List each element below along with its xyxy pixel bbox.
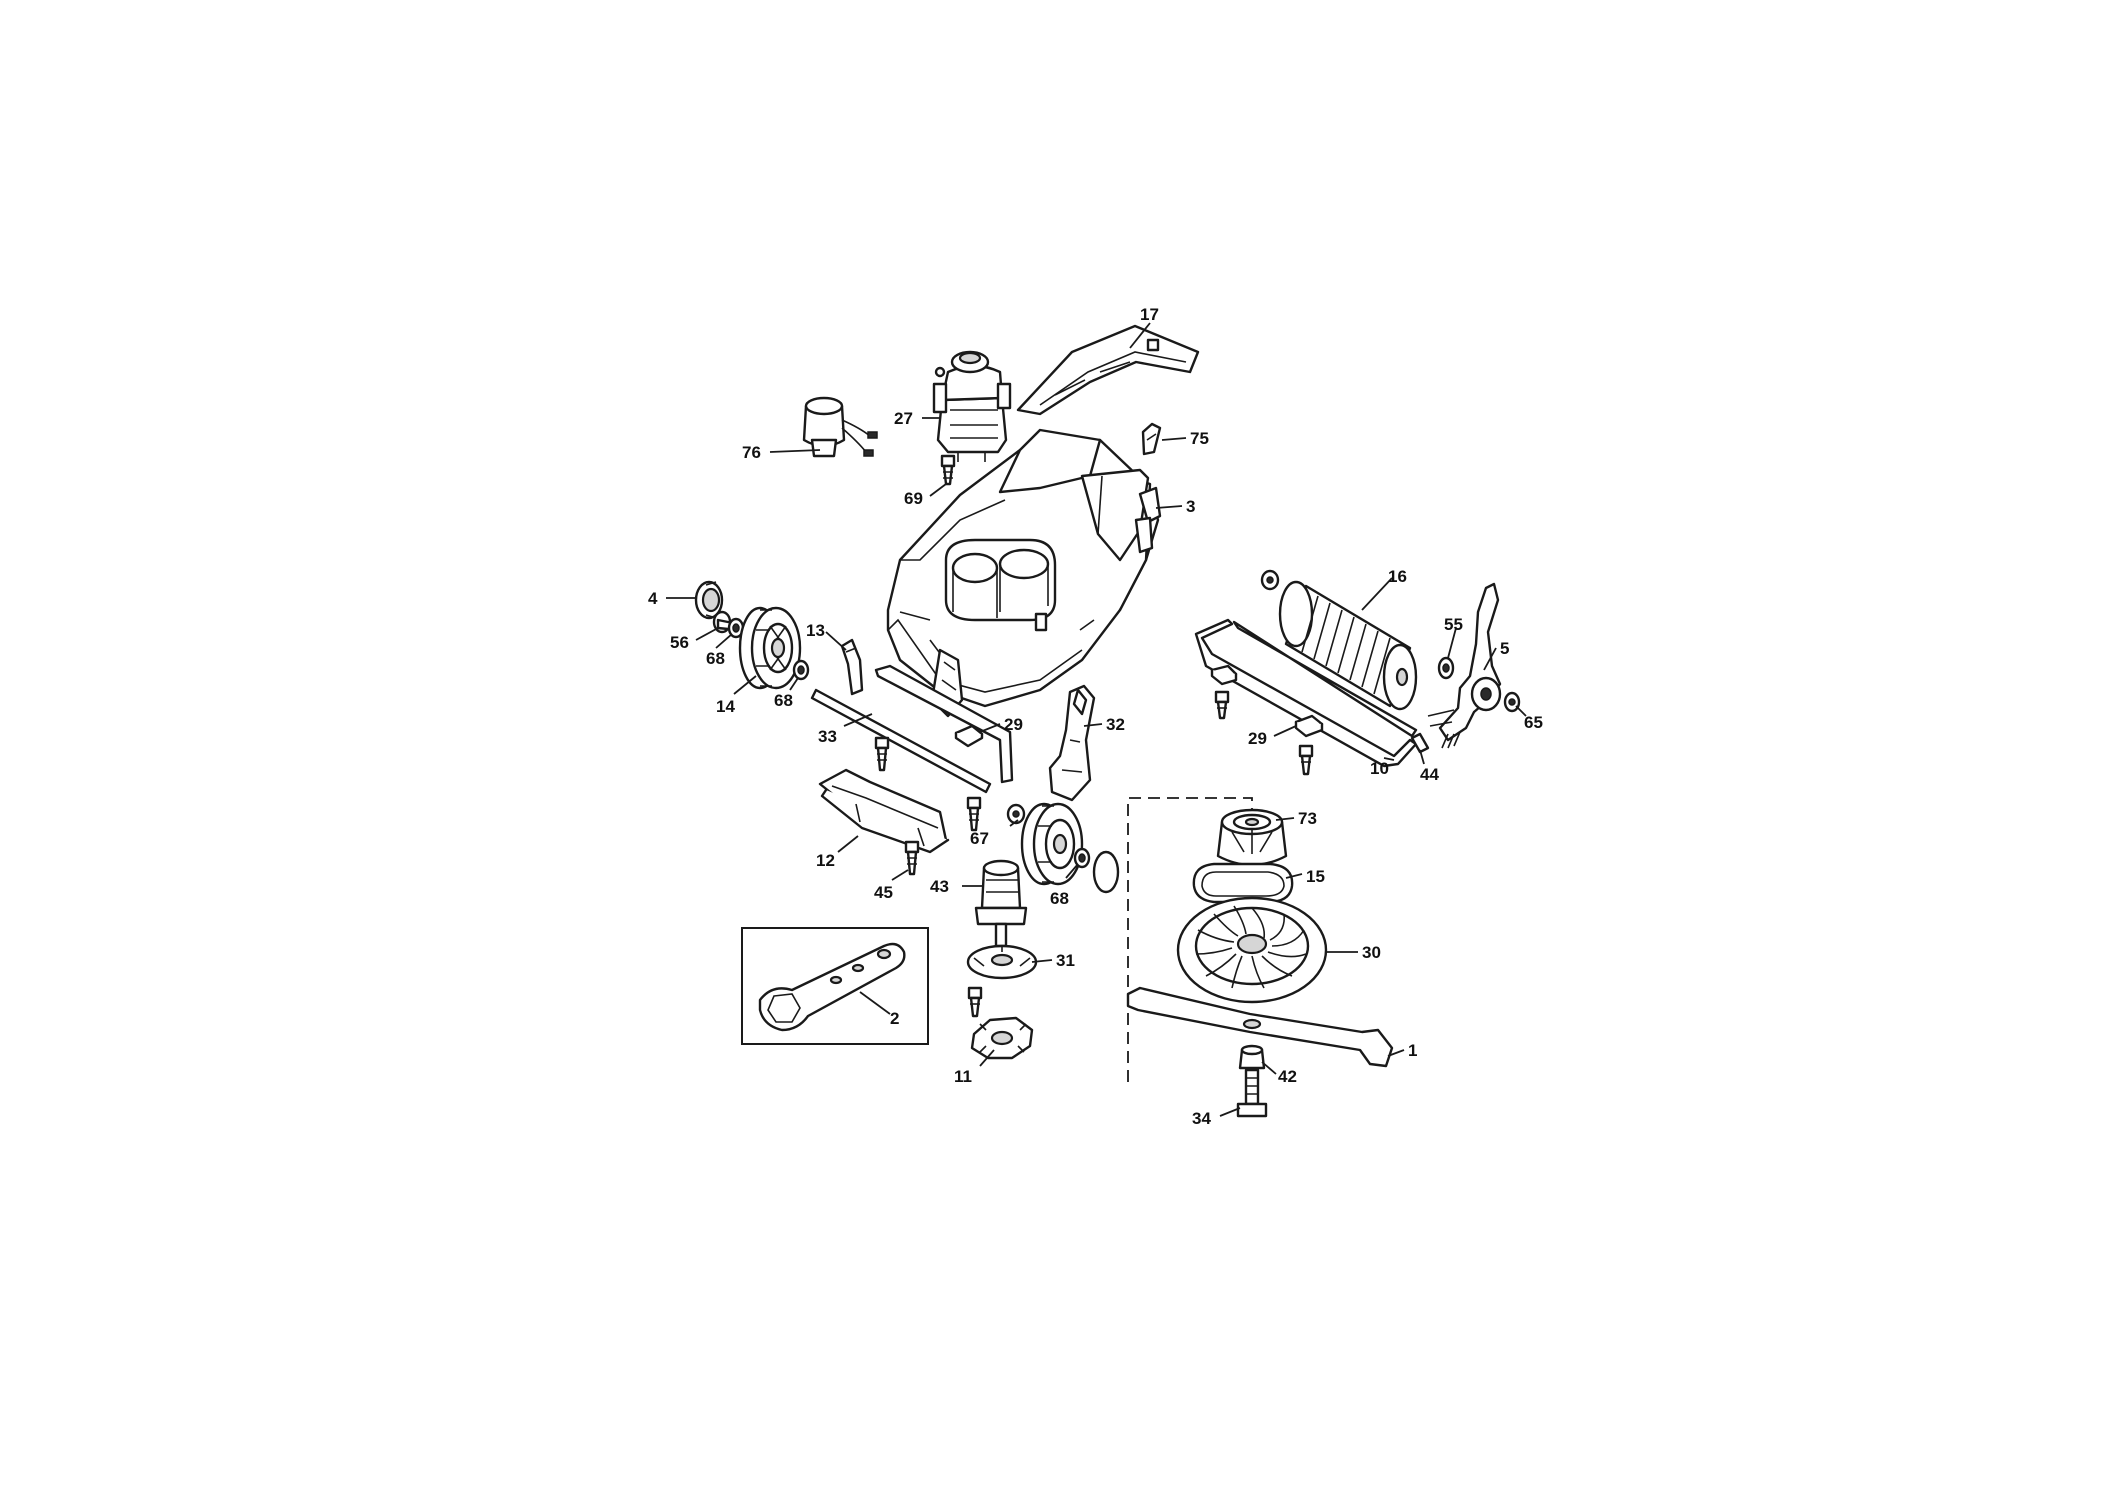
callout-29-a: 29 [1004,715,1023,734]
callout-2: 2 [890,1009,899,1028]
part-29-nut-a [954,724,984,748]
callout-55: 55 [1444,615,1463,634]
callout-42: 42 [1278,1067,1297,1086]
part-16-roller [1278,580,1418,711]
part-68-washer-a [727,617,745,639]
callout-16: 16 [1388,567,1407,586]
callout-69: 69 [904,489,923,508]
part-32-adjuster [1048,684,1096,802]
callout-1: 1 [1408,1041,1417,1060]
part-screw-center-lower [966,796,982,832]
part-front-wheel [1020,802,1084,886]
part-screw-right-a [1214,690,1230,720]
callout-13: 13 [806,621,825,640]
callout-75: 75 [1190,429,1209,448]
callout-17: 17 [1140,305,1159,324]
callout-68-c: 68 [1050,889,1069,908]
part-43-shaft [974,859,1028,948]
part-screw-left-middle [874,736,890,772]
part-14-wheel [738,606,802,690]
callout-45: 45 [874,883,893,902]
callout-68-a: 68 [706,649,725,668]
part-34-bolt [1236,1068,1268,1118]
part-13-bracket [840,638,864,696]
part-45-screw [904,840,920,876]
callout-56: 56 [670,633,689,652]
callout-4: 4 [648,589,658,608]
callout-43: 43 [930,877,949,896]
part-30-fan [1176,896,1328,1004]
part-55-washer [1437,656,1455,680]
callout-34: 34 [1192,1109,1211,1128]
part-69-screw [940,454,956,486]
part-73-pulley [1216,808,1288,867]
part-11-lock-plate [970,1016,1034,1060]
callout-76: 76 [742,443,761,462]
part-2-spanner-box [741,927,929,1045]
part-76-capacitor [802,396,878,458]
part-15-belt [1192,862,1294,904]
part-3-housing [886,428,1162,718]
part-screw-right-b [1298,744,1314,776]
callout-5: 5 [1500,639,1509,658]
alignment-dashed-line [1127,797,1253,1082]
callout-73: 73 [1298,809,1317,828]
part-68-washer-b [792,659,810,681]
part-75-clip [1141,422,1162,456]
callout-67: 67 [970,829,989,848]
part-65-washer [1503,691,1521,713]
callout-30: 30 [1362,943,1381,962]
callout-3: 3 [1186,497,1195,516]
leader-lines [666,322,1527,1117]
callout-10: 10 [1370,759,1389,778]
callout-68-b: 68 [774,691,793,710]
part-10-rear-axle [1194,618,1418,768]
callout-27: 27 [894,409,913,428]
part-27-motor [932,350,1012,462]
callout-65: 65 [1524,713,1543,732]
callout-32: 32 [1106,715,1125,734]
part-screw-above-11 [967,986,983,1018]
callout-44: 44 [1420,765,1439,784]
callout-labels: 17 27 75 76 69 3 4 56 68 14 68 13 33 29 … [648,305,1543,1128]
callout-31: 31 [1056,951,1075,970]
part-68-washer-c [1073,847,1091,869]
callout-14: 14 [716,697,735,716]
part-44-pin [1410,732,1430,754]
callout-11: 11 [954,1067,972,1086]
part-31-flange [966,944,1038,980]
part-roller-washer-top [1260,569,1280,591]
part-42-washer [1238,1044,1266,1070]
part-33-axle [810,664,1014,794]
callout-29-b: 29 [1248,729,1267,748]
callout-33: 33 [818,727,837,746]
part-67-washer [1006,803,1026,825]
part-12-guide [818,768,950,854]
callout-12: 12 [816,851,835,870]
part-4-wheel-cap [694,580,724,620]
part-rear-nut [1210,664,1238,686]
part-1-blade [1126,986,1394,1068]
part-5-side-bracket [1427,582,1502,749]
callout-15: 15 [1306,867,1325,886]
part-17-deflector [1016,324,1200,416]
part-seal-ring [1092,850,1120,894]
